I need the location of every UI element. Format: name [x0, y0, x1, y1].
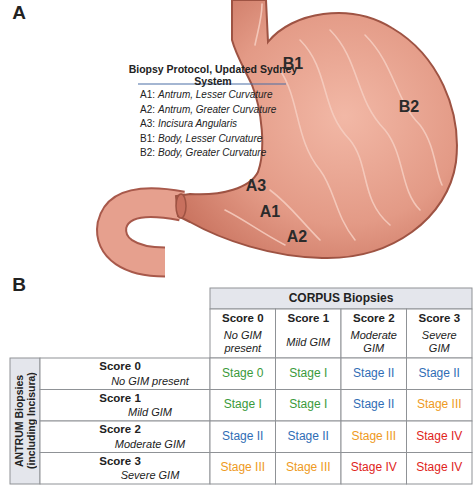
table-cell [276, 453, 342, 485]
gastric-rugae [225, 4, 442, 245]
row-axis-cell [10, 358, 40, 484]
table-cell [341, 390, 407, 422]
site-name: Body, Lesser Curvature [158, 132, 298, 146]
ruga [330, 30, 420, 210]
site-code: B2: [140, 146, 160, 160]
stage-cell: Stage II [341, 358, 407, 390]
column-header-cell [276, 309, 342, 358]
score-description: Severe GIM [90, 469, 210, 483]
biopsy-site-label: A3 [243, 176, 269, 196]
site-code: A3: [140, 117, 160, 131]
stage-cell: Stage III [341, 421, 407, 453]
stage-cell: Stage II [341, 390, 407, 422]
stage-cell: Stage 0 [210, 358, 276, 390]
table-cell [276, 390, 342, 422]
ruga [280, 70, 355, 240]
table-cell [341, 358, 407, 390]
duodenum [112, 203, 182, 262]
site-name: Antrum, Greater Curvature [158, 103, 298, 117]
score-description: Moderate GIM [345, 327, 403, 357]
table-cell [276, 358, 342, 390]
ruga [255, 4, 262, 45]
heading-underline [138, 83, 286, 84]
panel-letter: B [6, 272, 32, 298]
stage-cell: Stage II [407, 358, 473, 390]
column-header-cell [407, 309, 473, 358]
score-description: Mild GIM [90, 406, 210, 420]
stage-cell: Stage III [407, 390, 473, 422]
column-header-cell [210, 309, 276, 358]
ruga [300, 40, 390, 225]
table-grid [10, 288, 472, 484]
table-cell [276, 421, 342, 453]
site-code: B1: [140, 132, 160, 146]
biopsy-site-label: A1 [257, 202, 283, 222]
table-cell [210, 453, 276, 485]
row-header-cell [40, 421, 210, 453]
stage-cell: Stage II [210, 421, 276, 453]
panel-letter: A [6, 0, 32, 26]
score-label: Score 0 [210, 311, 276, 327]
score-description: Moderate GIM [90, 437, 210, 451]
score-description: Mild GIM [280, 327, 338, 357]
pylorus [176, 194, 186, 218]
site-name: Incisura Angularis [158, 117, 298, 131]
score-description: Severe GIM [411, 327, 469, 357]
score-label: Score 3 [407, 311, 473, 327]
duodenum-body [112, 203, 182, 262]
stage-cell: Stage IV [407, 453, 473, 485]
score-description: No GIM present [214, 327, 272, 357]
biopsy-site-label: B2 [396, 97, 422, 117]
score-label: Score 1 [55, 392, 185, 406]
row-header-cell [40, 358, 210, 390]
score-label: Score 3 [55, 455, 185, 469]
biopsy-site-label: B1 [280, 54, 306, 74]
score-label: Score 2 [341, 311, 407, 327]
table-cell [341, 453, 407, 485]
site-code: A2: [140, 103, 160, 117]
score-label: Score 0 [55, 360, 185, 374]
stage-cell: Stage III [276, 453, 342, 485]
stage-cell: Stage I [210, 390, 276, 422]
stage-cell: Stage IV [341, 453, 407, 485]
stage-cell: Stage I [276, 390, 342, 422]
table-cell [407, 453, 473, 485]
score-description: No GIM present [90, 374, 210, 388]
table-cell [407, 358, 473, 390]
stage-cell: Stage I [276, 358, 342, 390]
site-name: Body, Greater Curvature [158, 146, 298, 160]
stage-cell: Stage II [276, 421, 342, 453]
site-name: Antrum, Lesser Curvature [158, 88, 298, 102]
table-cell [210, 421, 276, 453]
site-code: A1: [140, 88, 160, 102]
table-cell [210, 358, 276, 390]
table-cell [341, 421, 407, 453]
ruga [365, 35, 442, 185]
biopsy-site-label: A2 [284, 227, 310, 247]
header-cell [210, 288, 472, 309]
table-header: CORPUS Biopsies [210, 288, 472, 309]
row-header-cell [40, 453, 210, 485]
stage-cell: Stage III [210, 453, 276, 485]
row-header-cell [40, 390, 210, 422]
table-cell [210, 390, 276, 422]
axis-label: ANTRUM Biopsies (including Incisura) [10, 358, 40, 484]
stage-cell: Stage IV [407, 421, 473, 453]
score-label: Score 1 [276, 311, 342, 327]
table-cell [407, 421, 473, 453]
duodenum-outline [112, 203, 182, 262]
column-header-cell [341, 309, 407, 358]
protocol-heading: Biopsy Protocol, Updated Sydney System [124, 67, 302, 83]
score-label: Score 2 [55, 423, 185, 437]
table-cell [407, 390, 473, 422]
